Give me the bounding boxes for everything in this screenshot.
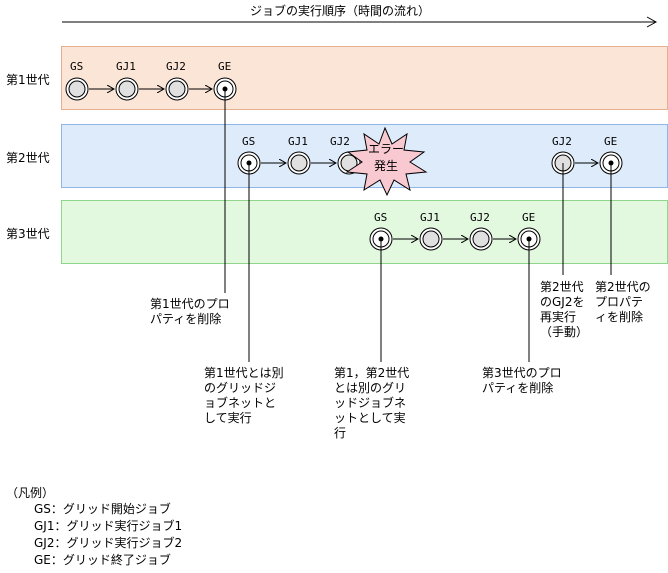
note-rerun-gj2: 第2世代 のGJ2を 再実行 （手動） <box>540 280 589 339</box>
legend-item-gj2: GJ2：グリッド実行ジョブ2 <box>34 536 183 550</box>
legend-item-gs: GS：グリッド開始ジョブ <box>34 502 171 516</box>
gen1-label: 第1世代 <box>6 73 50 87</box>
gen1-label-gj2: GJ2 <box>166 60 186 73</box>
diagram-canvas <box>65 77 623 362</box>
gen1-node-gs <box>65 77 89 101</box>
gen2-label: 第2世代 <box>6 151 50 165</box>
gen3-node-gj2 <box>469 227 493 251</box>
legend-title: （凡例） <box>6 486 55 500</box>
gen3-node-gj1 <box>419 227 443 251</box>
gen3-label-ge: GE <box>522 211 536 224</box>
error-burst <box>345 126 428 197</box>
gen3-label-gs: GS <box>374 211 388 224</box>
note-delete-gen1: 第1世代のプロ パティを削除 <box>150 297 230 326</box>
note-delete-gen3: 第3世代のプロ パティを削除 <box>482 366 562 395</box>
note-delete-gen2: 第2世代の プロパテ ィを削除 <box>595 280 651 324</box>
gen2-label-gj2: GJ2 <box>330 135 350 148</box>
legend-item-gj1: GJ1：グリッド実行ジョブ1 <box>34 519 183 533</box>
error-text-1: エラー <box>368 142 405 156</box>
error-text-2: 発生 <box>374 159 399 173</box>
gen1-label-gj1: GJ1 <box>116 60 136 73</box>
gen1-node-gj2 <box>165 77 189 101</box>
gen3-label-gj1: GJ1 <box>420 211 440 224</box>
timeline-label: ジョブの実行順序（時間の流れ） <box>250 4 431 18</box>
gen1-band <box>61 46 668 110</box>
gen2-label-gs: GS <box>242 135 256 148</box>
note-run-gen2: 第1世代とは別 のグリッドジ ョブネットと して実行 <box>204 366 284 425</box>
gen1-label-ge: GE <box>218 60 232 73</box>
gen1-node-gj1 <box>115 77 139 101</box>
note-run-gen3: 第1，第2世代 とは別のグリ ッドジョブネ ットとして実 行 <box>334 366 410 440</box>
gen3-label: 第3世代 <box>6 227 50 241</box>
gen2-node-gj1 <box>287 151 311 175</box>
gen3-label-gj2: GJ2 <box>470 211 490 224</box>
gen3-band <box>61 200 668 264</box>
gen1-label-gs: GS <box>70 60 84 73</box>
gen2-label-gj2-rerun: GJ2 <box>552 135 572 148</box>
gen2-label-ge: GE <box>604 135 618 148</box>
gen2-label-gj1: GJ1 <box>288 135 308 148</box>
timeline-arrow <box>62 16 658 28</box>
legend-item-ge: GE：グリッド終了ジョブ <box>34 553 171 567</box>
